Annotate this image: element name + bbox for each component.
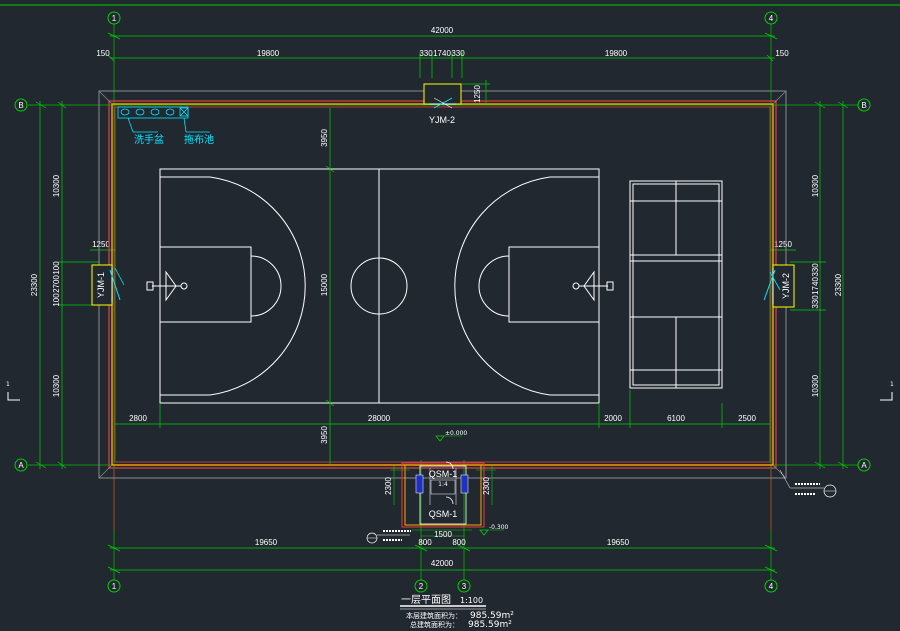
door-yjm2-right [763, 264, 795, 308]
door-yjm1-left [91, 264, 125, 306]
svg-text:B: B [18, 101, 23, 110]
dim-bottom-19650-right: 19650 [607, 538, 630, 547]
dim-top-1250: 1250 [473, 85, 482, 103]
level-entry-text: -0.300 [489, 524, 509, 531]
svg-text:B: B [861, 101, 866, 110]
level-mark-entry [479, 529, 504, 536]
dim-court-3950-bottom: 3950 [320, 426, 329, 444]
dim-right-23300: 23300 [834, 273, 843, 296]
level-mid-text: ±0.000 [445, 430, 467, 437]
section-marker-right: 1 [880, 381, 894, 401]
svg-text:1: 1 [890, 381, 894, 388]
axis-bubble-3-bottom: 3 [457, 579, 471, 593]
dim-top-330-right: 330 [451, 49, 465, 58]
area-total-label: 总建筑面积为： [410, 620, 459, 629]
dim-right-1250: 1250 [774, 240, 792, 249]
drawing-scale: 1:100 [460, 596, 483, 605]
dim-top-1740: 1740 [433, 49, 451, 58]
label-mop-pool: 拖布池 [184, 133, 214, 146]
dim-right-10300-bottom: 10300 [811, 374, 820, 397]
dim-right-330-bottom: 330 [811, 295, 820, 309]
axis-bubble-B-left: B [14, 98, 28, 112]
svg-text:1: 1 [6, 381, 10, 388]
dim-inner-2000: 2000 [604, 414, 622, 423]
dim-inner-2800: 2800 [129, 414, 147, 423]
axis-bubble-1-top: 1 [107, 11, 121, 25]
dim-inner-2500: 2500 [738, 414, 756, 423]
svg-text:4: 4 [769, 582, 774, 591]
court-dimension-lines [115, 108, 770, 465]
svg-text:1: 1 [112, 14, 117, 23]
title-block: 一层平面图 1:100 本层建筑面积为： 985.59m² 总建筑面积为： 98… [400, 594, 514, 630]
label-qsm1-bottom: QSM-1 [429, 509, 458, 519]
svg-text:3: 3 [462, 582, 467, 591]
axis-bubble-B-right: B [857, 98, 871, 112]
right-dimension-lines [770, 101, 849, 469]
dim-left-100-bottom: 100 [52, 293, 61, 307]
dim-entry-2300-right: 2300 [482, 477, 491, 495]
dim-left-10300-bottom: 10300 [52, 374, 61, 397]
index-callout-left [366, 530, 411, 544]
axis-bubble-4-bottom: 4 [764, 579, 778, 593]
drawing-title: 一层平面图 [401, 594, 451, 606]
area-floor-value: 985.59m² [470, 611, 514, 621]
dim-left-2700: 2700 [52, 275, 61, 293]
dim-top-330-left: 330 [419, 49, 433, 58]
dim-court-15000: 15000 [320, 273, 329, 296]
axis-bubble-A-left: A [14, 458, 28, 472]
axis-bubble-2-bottom: 2 [414, 579, 428, 593]
label-yjm2-right: YJM-2 [781, 273, 791, 299]
svg-text:A: A [18, 461, 24, 470]
entrance-vestibule [390, 461, 496, 537]
svg-text:A: A [861, 461, 867, 470]
fixture-group [117, 106, 210, 133]
dim-entry-1500: 1500 [434, 530, 452, 539]
label-handwash: 洗手盆 [134, 133, 164, 146]
basketball-court [146, 168, 614, 404]
area-total-value: 985.59m² [468, 620, 512, 630]
dim-left-1250: 1250 [92, 240, 110, 249]
dim-court-3950-top: 3950 [320, 129, 329, 147]
label-step: 1:4 [438, 481, 448, 488]
index-callout-right [779, 469, 837, 498]
dim-top-total: 42000 [431, 26, 454, 35]
dim-top-19800-left: 19800 [257, 49, 280, 58]
dim-top-150-right: 150 [775, 49, 789, 58]
svg-text:2: 2 [419, 582, 424, 591]
svg-text:1: 1 [112, 582, 117, 591]
dim-entry-800-right: 800 [452, 538, 466, 547]
label-yjm1: YJM-1 [96, 272, 106, 298]
dim-top-19800-right: 19800 [605, 49, 628, 58]
top-dimension-lines [107, 32, 778, 78]
axis-bubble-4-top: 4 [764, 11, 778, 25]
level-mark-mid [435, 435, 462, 442]
dim-entry-2300-left: 2300 [384, 477, 393, 495]
dim-right-10300-top: 10300 [811, 174, 820, 197]
section-marker-left: 1 [6, 381, 20, 401]
svg-text:4: 4 [769, 14, 774, 23]
axis-bubble-A-right: A [857, 458, 871, 472]
dim-inner-6100: 6100 [667, 414, 685, 423]
dim-left-100-top: 100 [52, 261, 61, 275]
area-floor-label: 本层建筑面积为： [406, 611, 462, 620]
label-qsm1-top: QSM-1 [429, 469, 458, 479]
dim-bottom-19650-left: 19650 [255, 538, 278, 547]
dim-top-150-left: 150 [96, 49, 110, 58]
badminton-court [629, 180, 723, 389]
dim-right-330-top: 330 [811, 263, 820, 277]
axis-bubble-1-bottom: 1 [107, 579, 121, 593]
dim-inner-28000: 28000 [368, 414, 391, 423]
dim-right-1740: 1740 [811, 277, 820, 295]
dim-left-23300: 23300 [30, 273, 39, 296]
label-yjm2-top: YJM-2 [429, 115, 455, 125]
dim-entry-800-left: 800 [418, 538, 432, 547]
dim-bottom-total: 42000 [431, 559, 454, 568]
dim-left-10300-top: 10300 [52, 174, 61, 197]
door-yjm2-top [423, 80, 490, 109]
bottom-dimension-lines [107, 544, 778, 574]
